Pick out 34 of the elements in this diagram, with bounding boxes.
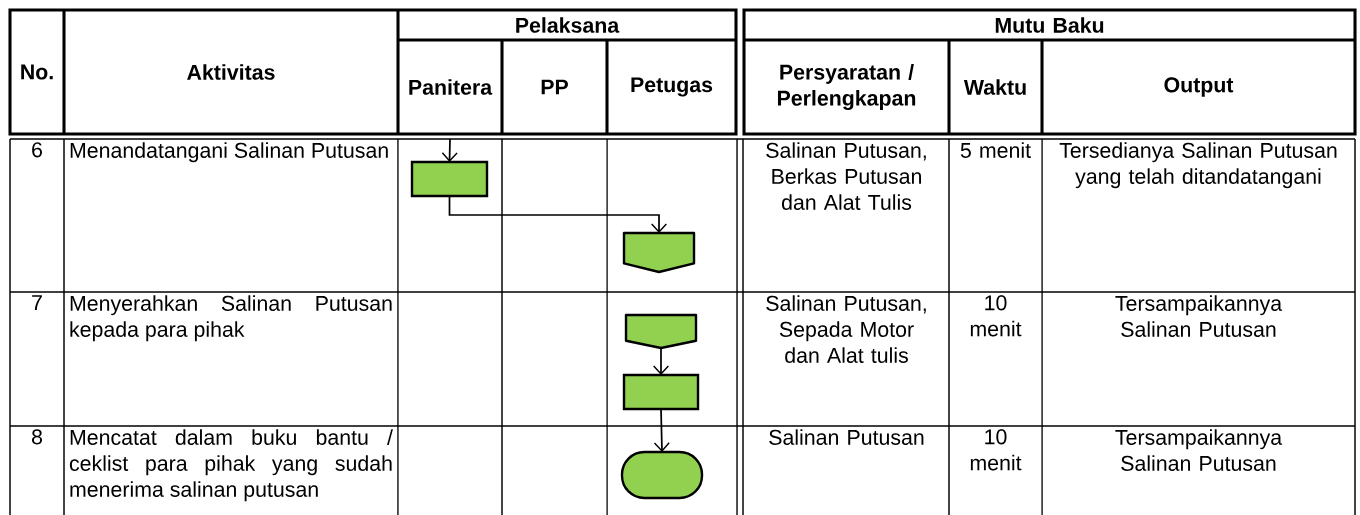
table-cell-text: Salinan Putusan, Sepada Motor dan Alat tulis bbox=[766, 295, 926, 363]
table-cell-text: Menyerahkan Salinan Putusan kepada para pihak bbox=[70, 295, 392, 342]
table-cell-text: Salinan Putusan, Berkas Putusan dan Alat Tulis bbox=[766, 142, 926, 210]
table-cell-text: Menandatangani Salinan Putusan bbox=[70, 142, 388, 163]
column-header: Waktu bbox=[963, 79, 1026, 95]
arrow bbox=[441, 138, 458, 162]
table-cell-text: Salinan Putusan bbox=[769, 429, 924, 445]
table-cell-text: 8 bbox=[32, 429, 42, 445]
table-cell-text: Tersedianya Salinan Putusan yang telah ditandatangani bbox=[1059, 142, 1337, 189]
column-header: Persyaratan / Perlengkapan bbox=[778, 64, 916, 110]
process-box bbox=[410, 160, 489, 198]
column-header: Mutu Baku bbox=[995, 17, 1104, 33]
column-header: Petugas bbox=[631, 77, 713, 97]
table-cell-text: 5 menit bbox=[960, 142, 1031, 158]
process-box bbox=[622, 373, 700, 411]
terminator-shape bbox=[620, 450, 704, 500]
table-cell-text: 6 bbox=[32, 142, 42, 158]
column-header: Pelaksana bbox=[516, 17, 620, 33]
column-header: Aktivitas bbox=[187, 64, 275, 80]
column-header: PP bbox=[541, 79, 568, 95]
table-cell-text: 10 menit bbox=[970, 295, 1022, 337]
arrow bbox=[653, 408, 670, 452]
column-header: No. bbox=[21, 64, 53, 80]
table-cell-text: 7 bbox=[32, 295, 42, 310]
arrow bbox=[652, 347, 670, 375]
table-cell-text: Mencatat dalam buku bantu / ceklist para pihak yang sudah menerima salinan putusan bbox=[69, 429, 393, 502]
table-cell-text: Tersampaikannya Salinan Putusan bbox=[1115, 429, 1283, 471]
table-cell-text: Tersampaikannya Salinan Putusan bbox=[1115, 295, 1283, 337]
table-cell-text: 10 menit bbox=[970, 429, 1022, 471]
off-page-connector bbox=[622, 231, 696, 274]
arrow bbox=[448, 195, 668, 233]
off-page-connector bbox=[624, 313, 698, 350]
column-header: Panitera bbox=[409, 79, 493, 95]
column-header: Output bbox=[1164, 77, 1234, 97]
